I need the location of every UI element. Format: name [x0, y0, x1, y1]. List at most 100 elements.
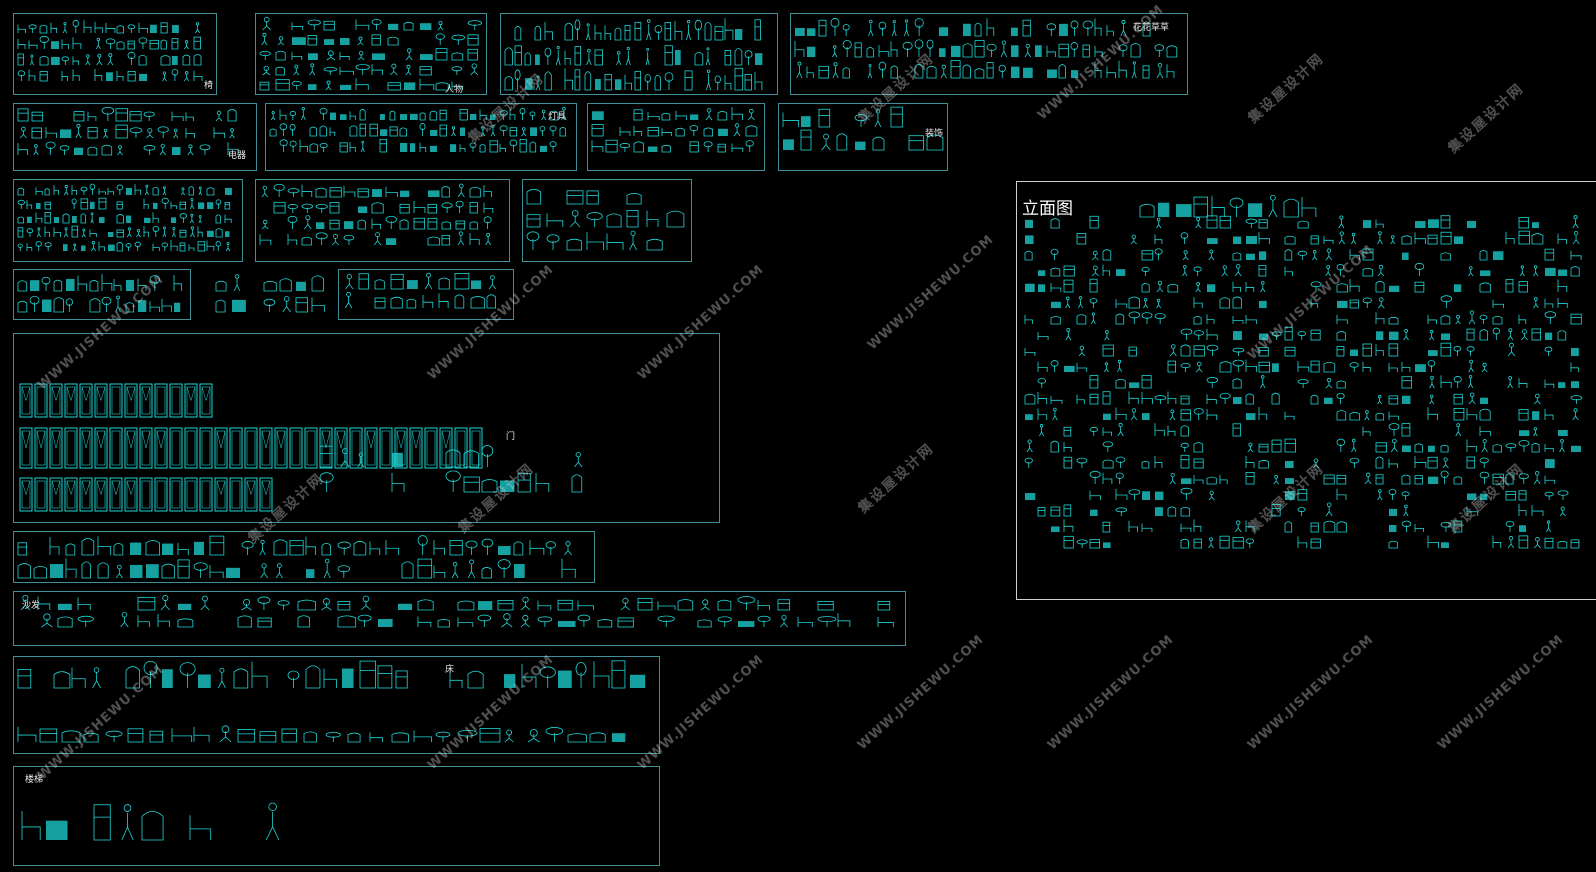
cad-glyph — [169, 427, 183, 469]
block-ornaments-frame[interactable] — [13, 179, 243, 262]
cad-glyph — [336, 430, 346, 466]
block-chairs-frame[interactable] — [13, 13, 217, 95]
cad-glyph — [129, 111, 142, 122]
elevation-panel-frame[interactable] — [1016, 181, 1596, 600]
cad-glyph — [1038, 270, 1046, 276]
cad-glyph — [189, 200, 195, 210]
block-bed-frame[interactable] — [13, 656, 660, 754]
cad-glyph — [1128, 520, 1138, 532]
block-doors-frame[interactable] — [13, 333, 720, 523]
cad-glyph — [417, 535, 428, 546]
cad-glyph — [201, 480, 211, 509]
cad-glyph — [59, 145, 70, 151]
cad-glyph — [700, 603, 710, 611]
block-kitchen-frame[interactable] — [522, 179, 692, 262]
cad-glyph — [892, 20, 896, 24]
cad-glyph — [1389, 524, 1397, 532]
cad-glyph — [1025, 493, 1036, 500]
block-sofa-frame[interactable] — [13, 591, 906, 646]
cad-glyph — [1154, 423, 1165, 436]
cad-glyph — [1557, 297, 1568, 308]
cad-glyph — [562, 106, 566, 111]
cad-glyph — [380, 129, 388, 136]
cad-glyph — [36, 203, 41, 209]
cad-glyph — [124, 477, 138, 512]
cad-glyph — [39, 24, 48, 34]
cad-glyph — [479, 144, 486, 153]
cad-glyph — [1271, 439, 1282, 453]
cad-glyph — [51, 430, 61, 449]
cad-glyph — [445, 449, 461, 468]
cad-glyph — [115, 108, 128, 122]
cad-glyph — [358, 273, 369, 290]
cad-glyph — [657, 615, 675, 622]
cad-glyph — [509, 127, 518, 137]
cad-glyph — [82, 228, 86, 232]
cad-glyph — [17, 199, 25, 206]
block-stairs-frame[interactable] — [13, 766, 660, 866]
cad-glyph — [105, 22, 116, 33]
block-people-frame[interactable] — [500, 13, 778, 95]
block-tables-frame[interactable] — [338, 269, 514, 320]
cad-glyph — [738, 621, 755, 627]
block-curtains-frame[interactable] — [13, 531, 595, 583]
cad-glyph — [754, 19, 761, 41]
cad-glyph — [1336, 488, 1347, 500]
cad-glyph — [514, 69, 521, 81]
cad-glyph — [644, 74, 651, 83]
cad-glyph — [53, 227, 61, 237]
cad-glyph — [801, 116, 811, 127]
cad-glyph — [1312, 461, 1320, 469]
cad-glyph — [113, 279, 122, 291]
cad-glyph — [42, 299, 52, 312]
cad-glyph — [1388, 423, 1400, 431]
cad-glyph — [1428, 219, 1439, 228]
block-plants-frame[interactable] — [790, 13, 1188, 95]
block-appliances-frame[interactable] — [13, 103, 257, 171]
cad-glyph — [65, 543, 76, 556]
cad-glyph — [216, 480, 226, 509]
cad-glyph — [126, 279, 134, 291]
cad-glyph — [648, 146, 658, 152]
cad-glyph — [1455, 317, 1461, 325]
cad-glyph — [690, 114, 699, 120]
block-cabinets-frame[interactable] — [13, 269, 191, 320]
cad-glyph — [1102, 472, 1113, 484]
cad-glyph — [1377, 492, 1383, 501]
cad-glyph — [1211, 195, 1225, 217]
cad-glyph — [275, 79, 290, 91]
cad-glyph — [1141, 283, 1150, 293]
cad-glyph — [259, 81, 270, 91]
cad-glyph — [60, 129, 72, 138]
cad-glyph — [268, 802, 277, 812]
cad-glyph — [1388, 343, 1399, 357]
block-sanitary-frame[interactable] — [255, 179, 510, 262]
cad-glyph — [186, 480, 196, 509]
cad-glyph — [193, 70, 203, 81]
cad-glyph — [109, 427, 123, 469]
cad-glyph — [1128, 489, 1141, 496]
cad-glyph — [419, 123, 426, 131]
cad-glyph — [1284, 521, 1293, 533]
cad-glyph — [1022, 19, 1031, 37]
cad-glyph — [1544, 311, 1557, 319]
block-dressers-frame[interactable] — [778, 103, 948, 171]
cad-glyph — [1349, 299, 1359, 309]
cad-glyph — [504, 76, 513, 91]
block-bath-frame[interactable] — [587, 103, 765, 171]
cad-glyph — [1183, 264, 1187, 269]
cad-glyph — [806, 66, 814, 78]
cad-glyph — [36, 386, 46, 415]
cad-glyph — [890, 106, 903, 128]
cad-glyph — [541, 112, 547, 121]
cad-glyph — [17, 216, 24, 224]
cad-glyph — [1245, 314, 1258, 324]
block-decor-panels-frame[interactable] — [255, 13, 487, 95]
cad-glyph — [1180, 506, 1191, 517]
cad-glyph — [1102, 441, 1114, 448]
cad-glyph — [146, 131, 154, 139]
block-lamps-frame[interactable] — [265, 103, 577, 171]
cad-glyph — [185, 128, 195, 138]
cad-glyph — [1258, 443, 1269, 453]
